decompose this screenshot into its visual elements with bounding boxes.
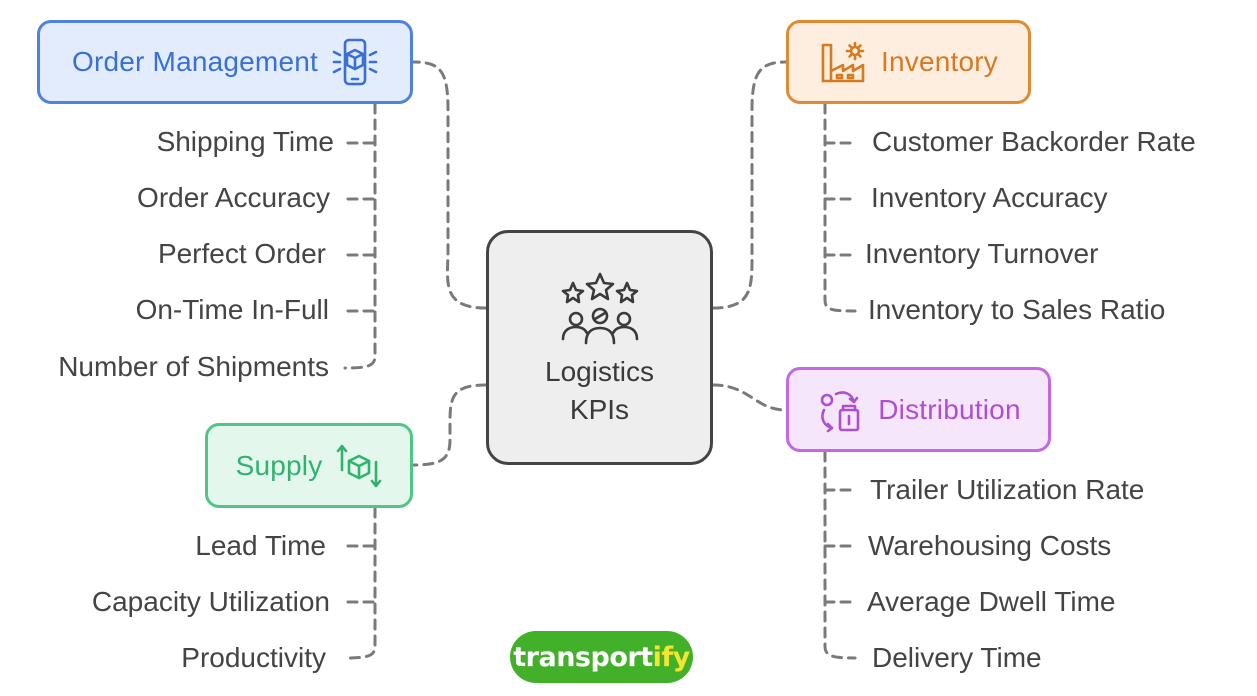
kpi-lead-time: Lead Time (195, 530, 326, 561)
center-title-line1: Logistics (545, 356, 654, 387)
kpi-inventory-turnover: Inventory Turnover (865, 238, 1099, 269)
inventory-title: Inventory (881, 46, 998, 77)
brand-name-main: transport (513, 641, 653, 673)
inventory-box: Inventory (786, 20, 1031, 104)
box-arrows-icon (337, 444, 382, 487)
transportify-logo: transportify (510, 631, 693, 683)
connector-order (411, 60, 488, 310)
kpi-average-dwell-time: Average Dwell Time (867, 586, 1116, 617)
kpi-inventory-to-sales-ratio: Inventory to Sales Ratio (868, 294, 1166, 325)
bracket-order (343, 102, 377, 370)
bracket-supply (343, 506, 377, 660)
center-title-line2: KPIs (569, 394, 630, 425)
kpi-perfect-order: Perfect Order (157, 238, 326, 269)
distribution-title: Distribution (878, 393, 1021, 425)
connector-distribution (711, 383, 788, 412)
supply-title: Supply (235, 449, 323, 481)
kpi-number-of-shipments: Number of Shipments (58, 351, 329, 382)
order-management-title: Order Management (72, 46, 318, 77)
cycle-package-icon (820, 390, 860, 432)
connector-inventory (711, 60, 788, 310)
bracket-distribution (823, 450, 857, 660)
kpi-shipping-time: Shipping Time (156, 126, 334, 157)
kpi-delivery-time: Delivery Time (872, 642, 1042, 673)
connector-supply (411, 383, 488, 467)
kpi-on-time-in-full: On-Time In-Full (135, 294, 329, 325)
kpi-trailer-utilization-rate: Trailer Utilization Rate (870, 474, 1145, 505)
factory-icon (821, 41, 865, 83)
kpi-inventory-accuracy: Inventory Accuracy (871, 182, 1108, 213)
order-management-box: Order Management (37, 20, 413, 104)
kpi-capacity-utilization: Capacity Utilization (91, 586, 330, 617)
supply-box: Supply (205, 423, 413, 508)
kpi-order-accuracy: Order Accuracy (137, 182, 330, 213)
phone-box-icon (332, 38, 378, 86)
center-node: Logistics KPIs (486, 230, 713, 465)
team-stars-icon (561, 272, 638, 345)
kpi-productivity: Productivity (181, 642, 326, 673)
kpi-warehousing-costs: Warehousing Costs (868, 530, 1112, 561)
brand-name-accent: ify (652, 641, 691, 673)
bracket-inventory (823, 102, 857, 313)
distribution-box: Distribution (786, 367, 1051, 452)
kpi-customer-backorder-rate: Customer Backorder Rate (872, 126, 1196, 157)
